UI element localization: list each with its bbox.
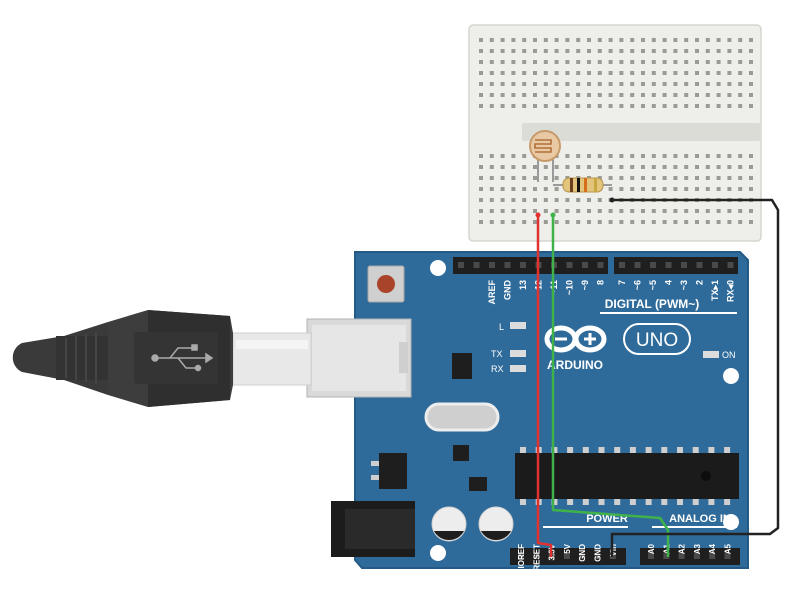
bottom-pin-label: A2 — [678, 543, 687, 554]
uno-badge: UNO — [623, 323, 691, 355]
small-components — [371, 353, 487, 491]
usb-b-port — [306, 318, 412, 398]
led-l — [510, 322, 526, 329]
breadboard-center-channel — [522, 123, 760, 141]
digital-pin-label: ~10 — [565, 280, 575, 295]
digital-pin-label: ~6 — [633, 280, 643, 290]
bottom-pin-label: A0 — [647, 543, 656, 554]
bottom-pin-label: IOREF — [517, 544, 526, 569]
led-on — [703, 351, 719, 358]
bottom-pin-label: A5 — [724, 543, 733, 554]
bottom-pin-label: 5V — [563, 543, 572, 553]
digital-pin-label: ~3 — [679, 280, 689, 290]
resistor[interactable] — [553, 177, 612, 193]
bottom-pin-label: GND — [594, 544, 603, 562]
digital-pin-label: RX◂0 — [726, 280, 736, 302]
uno-text: UNO — [636, 330, 678, 351]
digital-pin-label: GND — [503, 280, 513, 301]
digital-pin-label: 8 — [596, 280, 606, 285]
crystal-oscillator — [424, 402, 500, 432]
wire-5v-red[interactable] — [536, 215, 553, 557]
digital-pin-label: ~5 — [648, 280, 658, 290]
digital-pin-label: 7 — [617, 280, 627, 285]
status-leds: L TX RX ON — [491, 322, 736, 374]
led-tx — [510, 350, 526, 357]
digital-pin-label: ~9 — [580, 280, 590, 290]
wire-gnd-black[interactable] — [610, 198, 780, 557]
breadboard[interactable] — [468, 24, 762, 242]
usb-symbol-icon — [151, 344, 214, 372]
digital-pin-label: 13 — [518, 280, 528, 290]
atmega-chip — [515, 447, 739, 505]
power-analog-headers — [510, 548, 740, 565]
led-on-label: ON — [722, 350, 736, 360]
led-l-label: L — [499, 322, 504, 332]
breadboard-holes-top — [479, 38, 753, 108]
usb-cable[interactable] — [12, 310, 312, 407]
bottom-pin-label: RESET — [532, 544, 541, 571]
capacitors — [431, 506, 514, 542]
analog-in-label: ANALOG IN — [669, 513, 731, 525]
digital-pin-label: TX▸1 — [710, 280, 720, 301]
led-rx — [510, 365, 526, 372]
bottom-pin-label: A4 — [708, 543, 717, 554]
bottom-pin-label: GND — [578, 544, 587, 562]
wire-a0-green[interactable] — [551, 215, 670, 557]
digital-header — [453, 257, 738, 274]
digital-pin-label: 4 — [664, 280, 674, 285]
digital-pin-label: AREF — [487, 279, 497, 304]
photoresistor[interactable] — [529, 130, 561, 182]
arduino-logo-text: ARDUINO — [547, 358, 603, 372]
wires[interactable] — [535, 197, 780, 558]
power-jack — [331, 501, 415, 557]
led-rx-label: RX — [491, 364, 504, 374]
bottom-pin-label: A3 — [693, 543, 702, 554]
led-tx-label: TX — [491, 349, 503, 359]
reset-button[interactable] — [367, 265, 405, 303]
arduino-logo: ARDUINO — [544, 325, 607, 372]
digital-pin-label: 2 — [695, 280, 705, 285]
bottom-pin-label: Vin — [609, 544, 618, 556]
digital-header-label: DIGITAL (PWM~) — [605, 297, 700, 311]
